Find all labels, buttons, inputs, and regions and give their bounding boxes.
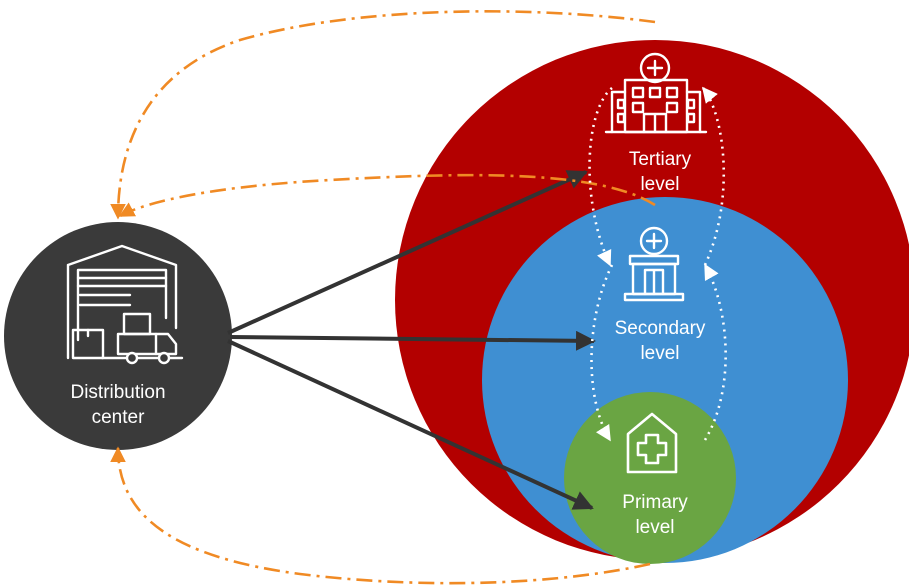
- hospital-building-icon: [604, 52, 708, 134]
- tertiary-label-line1: Tertiary: [628, 149, 692, 170]
- distribution-label-line2: center: [91, 407, 145, 428]
- warehouse-truck-icon: [66, 244, 184, 365]
- supply-arrow-tertiary: [227, 170, 588, 335]
- referral-arrow-secondary-to-primary: [590, 264, 614, 442]
- primary-label-line1: Primary: [622, 492, 688, 513]
- return-arrow-primary: [110, 446, 651, 585]
- distribution-center-label: Distribution center: [48, 380, 188, 430]
- return-arrow-inner: [118, 173, 656, 218]
- tertiary-label-line2: level: [640, 174, 680, 195]
- secondary-label-line2: level: [640, 343, 680, 364]
- referral-arrow-secondary-to-tertiary: [701, 86, 726, 266]
- supply-arrow-secondary: [229, 330, 596, 351]
- return-arrow-outer: [110, 10, 656, 220]
- health-house-icon: [626, 412, 678, 474]
- primary-label-line2: level: [635, 517, 675, 538]
- supply-arrow-primary: [227, 339, 594, 510]
- tertiary-level-label: Tertiary level: [600, 147, 720, 197]
- secondary-level-label: Secondary level: [595, 316, 725, 366]
- distribution-label-line1: Distribution: [70, 382, 166, 403]
- secondary-label-line1: Secondary: [614, 318, 706, 339]
- clinic-building-icon: [623, 226, 685, 302]
- referral-arrow-tertiary-to-secondary: [588, 86, 613, 267]
- referral-arrow-primary-to-secondary: [703, 263, 727, 441]
- primary-level-label: Primary level: [595, 490, 715, 540]
